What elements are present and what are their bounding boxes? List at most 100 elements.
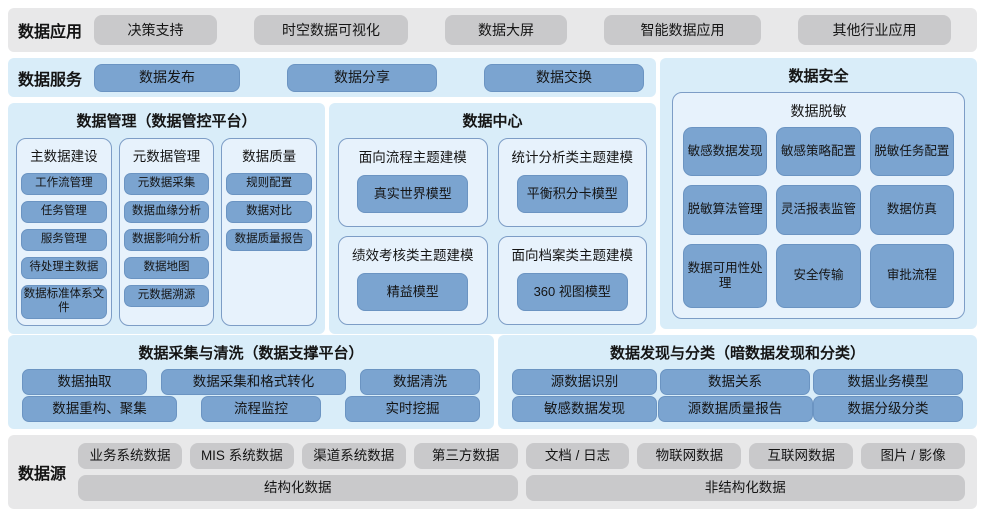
node-data-business-model: 数据业务模型	[813, 369, 963, 395]
node-document-log-data: 文档 / 日志	[525, 443, 630, 469]
data-masking-grid: 敏感数据发现 敏感策略配置 脱敏任务配置 脱敏算法管理 灵活报表监管 数据仿真 …	[683, 127, 954, 308]
data-discovery-panel: 数据发现与分类（暗数据发现和分类） 源数据识别 数据关系 数据业务模型 敏感数据…	[498, 335, 977, 429]
node-data-classification-grading: 数据分级分类	[813, 396, 963, 422]
data-service-band: 数据服务 数据发布 数据分享 数据交换	[8, 58, 656, 97]
statistical-modeling-box: 统计分析类主题建模 平衡积分卡模型	[497, 138, 647, 227]
node-internet-data: 互联网数据	[749, 443, 854, 469]
node-metadata-traceability: 元数据溯源	[123, 285, 210, 307]
data-quality-column-title: 数据质量	[242, 149, 297, 164]
data-application-band: 数据应用 决策支持 时空数据可视化 数据大屏 智能数据应用 其他行业应用	[8, 8, 977, 52]
data-masking-title: 数据脱敏	[790, 103, 847, 119]
app-node-other-industry-application: 其他行业应用	[797, 15, 951, 45]
data-quality-column: 数据质量 规则配置 数据对比 数据质量报告	[221, 138, 318, 326]
node-data-map: 数据地图	[123, 257, 210, 279]
node-masking-task-configuration: 脱敏任务配置	[869, 127, 954, 177]
data-source-area: 业务系统数据 MIS 系统数据 渠道系统数据 第三方数据 结构化数据 文档 / …	[78, 443, 966, 501]
structured-source-group: 业务系统数据 MIS 系统数据 渠道系统数据 第三方数据 结构化数据	[78, 443, 518, 501]
node-balanced-scorecard-model: 平衡积分卡模型	[516, 174, 628, 213]
node-flexible-report-supervision: 灵活报表监管	[776, 185, 861, 235]
node-data-simulation: 数据仿真	[869, 185, 954, 235]
node-data-impact-analysis: 数据影响分析	[123, 229, 210, 251]
support-layer-row: 数据采集与清洗（数据支撑平台） 数据抽取 数据采集和格式转化 数据清洗 数据重构…	[8, 335, 977, 429]
node-source-data-quality-report: 源数据质量报告	[657, 396, 813, 422]
metadata-column: 元数据管理 元数据采集 数据血缘分析 数据影响分析 数据地图 元数据溯源	[118, 138, 215, 326]
archive-modeling-box: 面向档案类主题建模 360 视图模型	[497, 235, 647, 325]
data-collection-panel: 数据采集与清洗（数据支撑平台） 数据抽取 数据采集和格式转化 数据清洗 数据重构…	[8, 335, 494, 429]
node-sensitive-data-discovery: 敏感数据发现	[683, 127, 768, 177]
node-third-party-data: 第三方数据	[413, 443, 518, 469]
node-rule-configuration: 规则配置	[226, 173, 313, 195]
node-metadata-collection: 元数据采集	[123, 173, 210, 195]
data-center-title: 数据中心	[462, 113, 523, 130]
data-masking-box: 数据脱敏 敏感数据发现 敏感策略配置 脱敏任务配置 脱敏算法管理 灵活报表监管 …	[672, 92, 965, 319]
node-workflow-management: 工作流管理	[21, 173, 107, 195]
node-real-world-model: 真实世界模型	[357, 174, 469, 213]
service-node-data-exchange: 数据交换	[483, 63, 644, 92]
node-channel-system-data: 渠道系统数据	[301, 443, 406, 469]
node-image-video-data: 图片 / 影像	[861, 443, 966, 469]
node-approval-process: 审批流程	[869, 243, 954, 308]
node-data-relationship: 数据关系	[660, 369, 810, 395]
node-data-lineage-analysis: 数据血缘分析	[123, 201, 210, 223]
node-pending-master-data: 待处理主数据	[21, 257, 107, 279]
node-business-system-data: 业务系统数据	[78, 443, 182, 469]
data-management-panel: 数据管理（数据管控平台） 主数据建设 工作流管理 任务管理 服务管理 待处理主数…	[8, 103, 325, 334]
node-sensitive-policy-configuration: 敏感策略配置	[776, 127, 861, 177]
process-modeling-title: 面向流程主题建模	[358, 150, 467, 165]
node-lean-model: 精益模型	[357, 272, 469, 311]
node-data-availability-processing: 数据可用性处理	[683, 243, 768, 308]
app-node-decision-support: 决策支持	[94, 15, 218, 45]
node-data-quality-report: 数据质量报告	[226, 229, 313, 251]
service-node-data-publish: 数据发布	[94, 63, 241, 92]
node-structured-data: 结构化数据	[78, 475, 518, 501]
node-data-collection-format-conversion: 数据采集和格式转化	[161, 369, 346, 395]
node-data-standard-system-files: 数据标准体系文件	[21, 285, 107, 319]
performance-modeling-title: 绩效考核类主题建模	[352, 247, 474, 263]
app-node-data-dashboard: 数据大屏	[444, 15, 567, 45]
unstructured-source-group: 文档 / 日志 物联网数据 互联网数据 图片 / 影像 非结构化数据	[525, 443, 966, 501]
middle-zone: 数据服务 数据发布 数据分享 数据交换 数据管理（数据管控平台） 主数据建设 工…	[8, 58, 977, 334]
middle-left-column: 数据服务 数据发布 数据分享 数据交换 数据管理（数据管控平台） 主数据建设 工…	[8, 58, 656, 334]
data-center-panel: 数据中心 面向流程主题建模 真实世界模型 统计分析类主题建模 平衡积分卡模型	[329, 103, 656, 334]
node-iot-data: 物联网数据	[637, 443, 742, 469]
data-management-columns: 主数据建设 工作流管理 任务管理 服务管理 待处理主数据 数据标准体系文件 元数…	[8, 136, 325, 334]
master-data-column: 主数据建设 工作流管理 任务管理 服务管理 待处理主数据 数据标准体系文件	[16, 138, 112, 326]
data-center-grid: 面向流程主题建模 真实世界模型 统计分析类主题建模 平衡积分卡模型	[329, 136, 656, 334]
node-task-management: 任务管理	[21, 201, 107, 223]
middle-panels-row: 数据管理（数据管控平台） 主数据建设 工作流管理 任务管理 服务管理 待处理主数…	[8, 103, 656, 334]
data-service-items: 数据发布 数据分享 数据交换	[94, 63, 644, 92]
data-source-band: 数据源 业务系统数据 MIS 系统数据 渠道系统数据 第三方数据 结构化数据 文…	[8, 435, 977, 509]
metadata-column-title: 元数据管理	[132, 149, 201, 164]
node-service-management: 服务管理	[21, 229, 107, 251]
node-masking-algorithm-management: 脱敏算法管理	[683, 185, 768, 235]
node-process-monitoring: 流程监控	[201, 396, 321, 422]
node-sensitive-data-discovery-2: 敏感数据发现	[512, 396, 657, 422]
statistical-modeling-title: 统计分析类主题建模	[511, 150, 634, 165]
node-360-view-model: 360 视图模型	[516, 272, 628, 311]
data-collection-title: 数据采集与清洗（数据支撑平台）	[138, 345, 364, 362]
node-realtime-mining: 实时挖掘	[345, 396, 480, 422]
service-node-data-share: 数据分享	[287, 63, 437, 92]
node-data-extraction: 数据抽取	[22, 369, 147, 395]
node-unstructured-data: 非结构化数据	[525, 475, 966, 501]
process-modeling-box: 面向流程主题建模 真实世界模型	[338, 138, 488, 227]
data-security-title: 数据安全	[788, 68, 849, 85]
app-node-intelligent-data-application: 智能数据应用	[603, 15, 761, 45]
performance-modeling-box: 绩效考核类主题建模 精益模型	[338, 235, 488, 325]
app-node-spatiotemporal-visualization: 时空数据可视化	[254, 15, 408, 45]
data-source-label: 数据源	[18, 466, 67, 483]
archive-modeling-title: 面向档案类主题建模	[511, 247, 634, 263]
node-data-comparison: 数据对比	[226, 201, 313, 223]
master-data-column-title: 主数据建设	[30, 149, 98, 164]
data-service-label: 数据服务	[18, 71, 83, 89]
data-discovery-title: 数据发现与分类（暗数据发现和分类）	[609, 345, 865, 362]
node-mis-system-data: MIS 系统数据	[189, 443, 294, 469]
data-management-title: 数据管理（数据管控平台）	[76, 113, 257, 130]
node-data-restructuring-aggregation: 数据重构、聚集	[22, 396, 177, 422]
node-secure-transmission: 安全传输	[776, 243, 861, 308]
node-source-data-identification: 源数据识别	[512, 369, 657, 395]
data-security-panel: 数据安全 数据脱敏 敏感数据发现 敏感策略配置 脱敏任务配置 脱敏算法管理 灵活…	[660, 58, 977, 329]
data-application-label: 数据应用	[18, 24, 83, 41]
data-application-items: 决策支持 时空数据可视化 数据大屏 智能数据应用 其他行业应用	[94, 15, 951, 45]
